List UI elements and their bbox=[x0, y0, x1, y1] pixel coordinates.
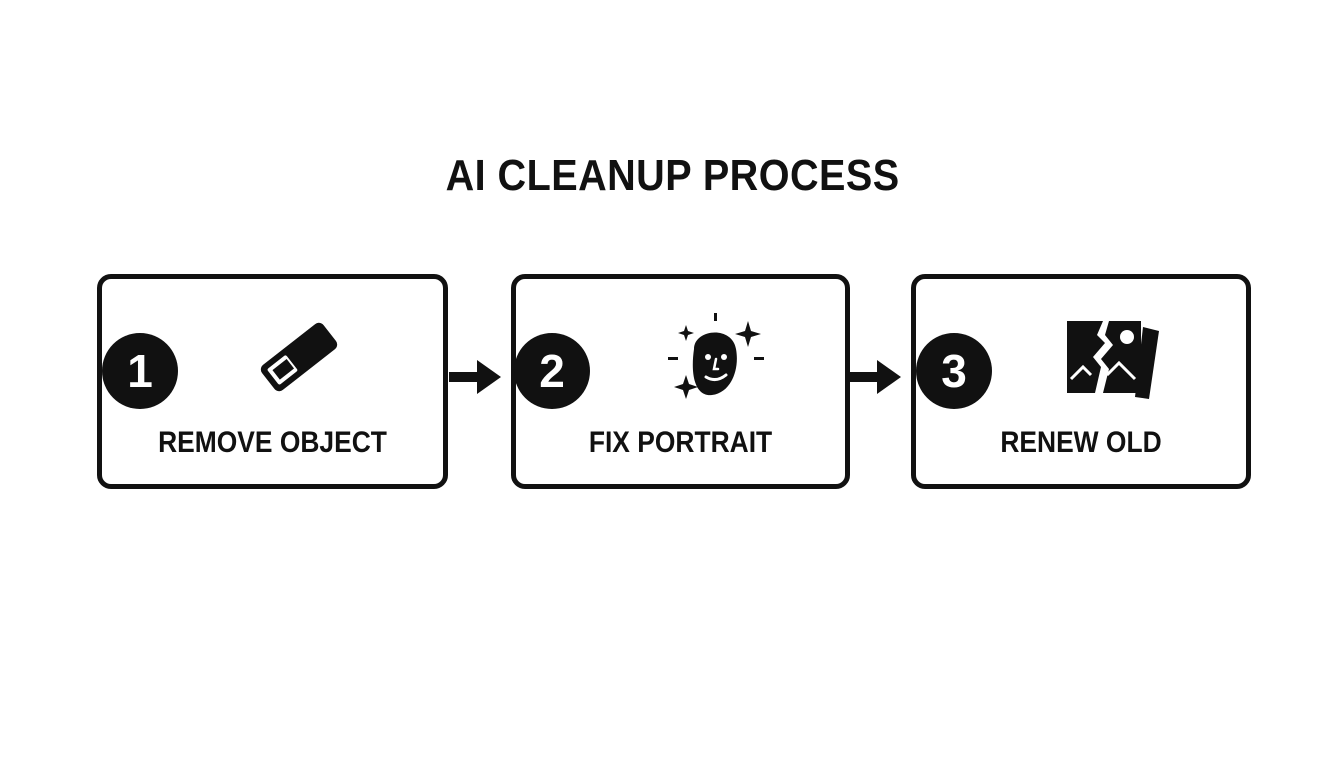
sparkle-face-icon bbox=[668, 313, 764, 399]
torn-photo-icon bbox=[1067, 321, 1159, 399]
step-number-badge-3: 3 bbox=[916, 333, 992, 409]
step-number-badge-1: 1 bbox=[102, 333, 178, 409]
eraser-icon bbox=[260, 322, 338, 392]
step-label-1: REMOVE OBJECT bbox=[158, 426, 387, 459]
arrow-right-icon bbox=[449, 360, 501, 394]
step-card-2: FIX PORTRAIT bbox=[511, 274, 850, 489]
step-label-3: RENEW OLD bbox=[1000, 426, 1162, 459]
step-number-badge-2: 2 bbox=[514, 333, 590, 409]
diagram-title: AI CLEANUP PROCESS bbox=[445, 151, 900, 200]
arrow-right-icon bbox=[849, 360, 901, 394]
step-label-2: FIX PORTRAIT bbox=[588, 426, 773, 459]
